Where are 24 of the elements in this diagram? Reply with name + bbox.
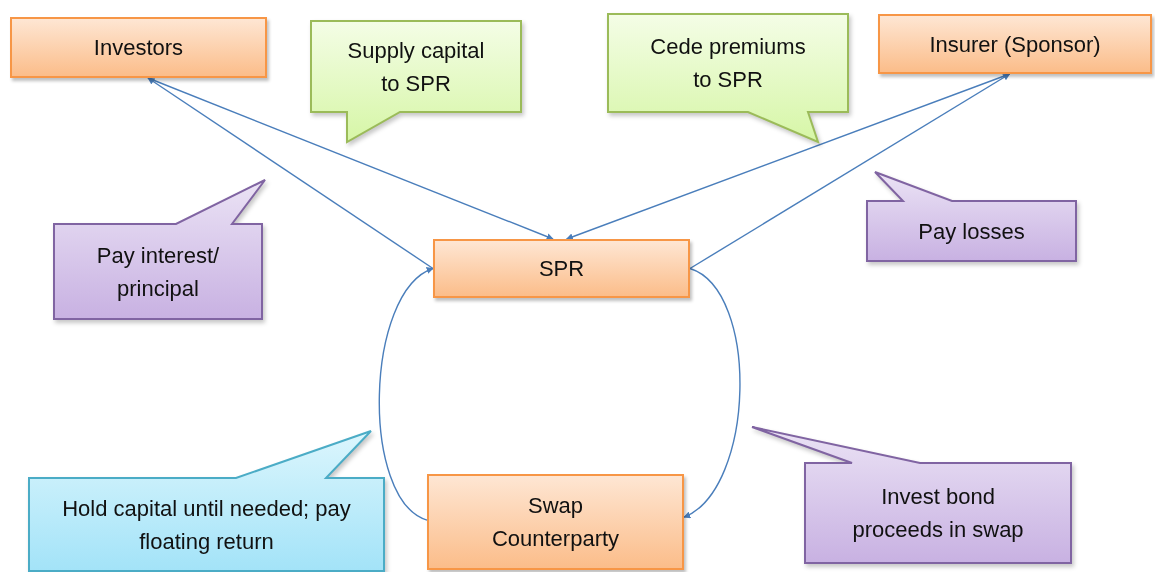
arrow — [689, 73, 1011, 270]
party-box — [433, 239, 690, 298]
node-label: Investors — [93, 34, 184, 62]
speech-callout — [752, 427, 1071, 563]
node-label: Hold capital until needed; pay floating return — [61, 494, 352, 556]
node-label: Pay losses — [918, 217, 1025, 246]
party-box — [10, 17, 267, 78]
speech-callout — [867, 172, 1076, 261]
node-label: Insurer (Sponsor) — [929, 30, 1101, 59]
arrow — [147, 77, 434, 270]
arrow — [378, 267, 434, 521]
party-box — [878, 14, 1152, 74]
node-label: Invest bond proceeds in swap — [851, 483, 1025, 544]
speech-callout — [311, 21, 521, 142]
node-label: SPR — [538, 255, 585, 283]
node-label: Pay interest/ principal — [95, 241, 221, 303]
node-label: Cede premiums to SPR — [649, 33, 807, 94]
party-box — [427, 474, 684, 570]
speech-callout — [608, 14, 848, 142]
speech-callout — [54, 180, 265, 319]
node-label: Swap Counterparty — [490, 492, 621, 553]
node-label: Supply capital to SPR — [346, 36, 486, 98]
arrow — [683, 267, 741, 518]
speech-callout — [29, 431, 384, 571]
